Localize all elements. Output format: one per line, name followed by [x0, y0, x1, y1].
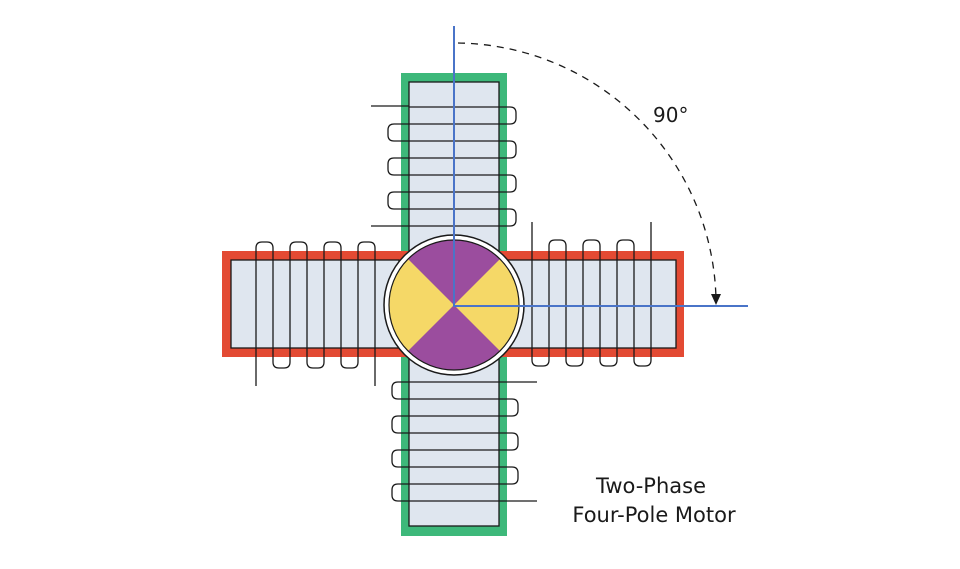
rotor-north-bottom [408, 305, 500, 371]
coil-loop-bottom-right [499, 398, 519, 417]
coil-loop-left-bottom [272, 348, 291, 369]
coil-loop-right-bottom [565, 348, 584, 367]
coil-loop-bottom-right [499, 466, 519, 485]
coil-loop-right-bottom [633, 348, 652, 367]
angle-label: 90° [653, 103, 688, 127]
coil-loop-bottom-right [499, 432, 519, 451]
coil-loop-top-right [499, 106, 517, 125]
coil-loop-bottom-left [391, 415, 409, 434]
coil-loop-left-top [357, 241, 376, 260]
right-pole-core [507, 259, 677, 349]
angle-arrowhead [711, 294, 721, 305]
coil-loop-right-top [548, 239, 567, 260]
coil-loop-right-bottom [599, 348, 618, 367]
coil-loop-left-top [323, 241, 342, 260]
coil-loop-left-bottom [340, 348, 359, 369]
coil-loop-bottom-left [391, 381, 409, 400]
coil-loop-top-left [387, 123, 409, 142]
coil-loop-top-right [499, 174, 517, 193]
coil-loop-left-top [255, 241, 274, 260]
coil-loop-right-bottom [531, 348, 550, 367]
coil-loop-top-right [499, 140, 517, 159]
coil-loop-left-bottom [306, 348, 325, 369]
angle-arc [457, 42, 717, 300]
coil-loop-bottom-left [391, 449, 409, 468]
bottom-pole-core [408, 355, 500, 527]
coil-loop-right-top [616, 239, 635, 260]
coil-loop-bottom-left [391, 483, 409, 502]
coil-loop-right-top [582, 239, 601, 260]
coil-loop-top-right [499, 208, 517, 227]
coil-loop-top-left [387, 191, 409, 210]
coil-loop-left-top [289, 241, 308, 260]
caption-line-2: Four-Pole Motor [572, 503, 736, 527]
coil-loop-top-left [387, 157, 409, 176]
caption-line-1: Two-Phase [595, 474, 706, 498]
